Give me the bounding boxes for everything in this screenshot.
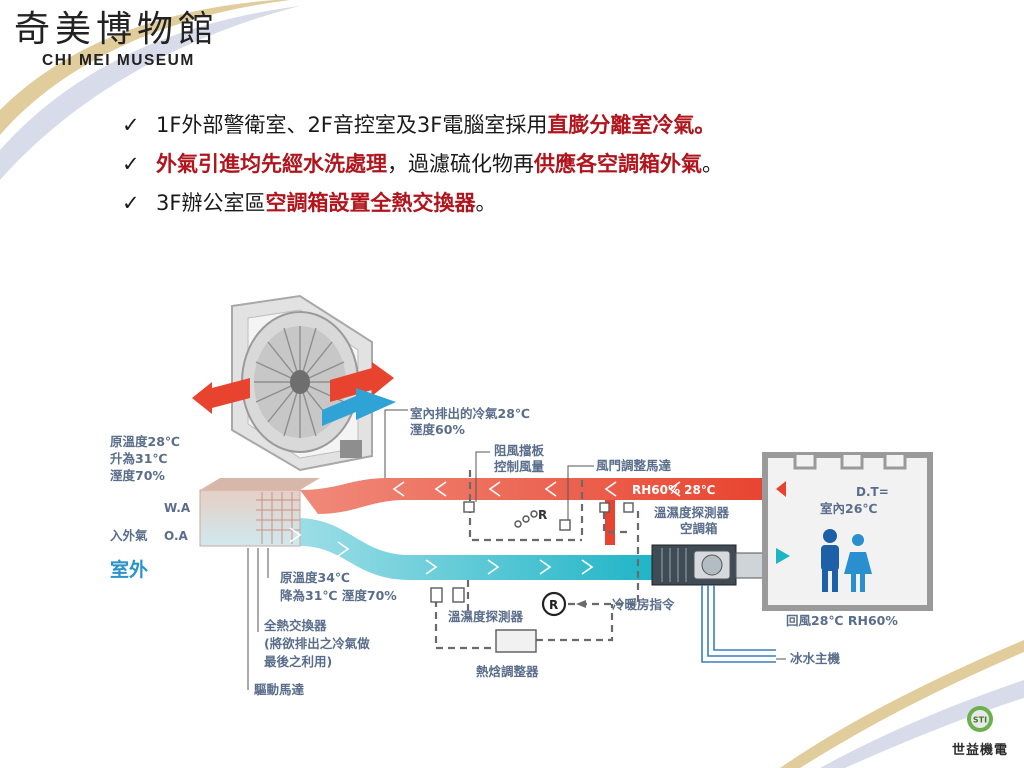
sensor-ahu-label-2: 空調箱 xyxy=(680,521,718,536)
chiller-label: 冰水主機 xyxy=(790,651,841,666)
air-handling-unit xyxy=(651,544,771,586)
rh-temp-label: RH60% 28℃ xyxy=(632,483,715,497)
supply-air-duct xyxy=(200,518,660,580)
sti-logo-icon: STI xyxy=(967,706,993,732)
oa-label: O.A xyxy=(164,529,188,543)
sensor-bottom-label: 溫濕度探測器 xyxy=(448,609,524,624)
bullet-item-3: ✓ 3F辦公室區空調箱設置全熱交換器。 xyxy=(122,184,1002,223)
oa-cn-label: 入外氣 xyxy=(110,528,148,543)
wa-label: W.A xyxy=(164,501,191,515)
heat-exchanger-label-2: (將欲排出之冷氣做 xyxy=(264,636,370,651)
orig-temp-label-3: 溼度70% xyxy=(110,468,165,483)
bullet-punct: 。 xyxy=(702,152,723,176)
bullet-punct: 。 xyxy=(694,113,716,137)
room xyxy=(762,452,933,611)
supply-flow-arrows xyxy=(289,527,594,575)
bullet-highlight: 供應各空調箱外氣 xyxy=(534,152,702,176)
damper-label-1: 阻風擋板 xyxy=(494,443,545,458)
exhaust-humidity-label: 溼度60% xyxy=(410,422,465,437)
r-small-label: R xyxy=(538,508,547,522)
damper-label-2: 控制風量 xyxy=(494,459,545,474)
r-controller-icon xyxy=(541,591,567,617)
control-wiring xyxy=(434,470,640,650)
logo-chinese-name: 奇美博物館 xyxy=(14,9,220,50)
chilled-water-lines xyxy=(701,585,776,663)
return-air-label: 回風28℃ RH60% xyxy=(786,613,898,628)
after-temp-label-1: 原溫度34℃ xyxy=(280,570,350,585)
check-icon: ✓ xyxy=(122,191,140,215)
company-brand: STI 世益機電 xyxy=(940,705,1020,758)
control-sensors xyxy=(430,501,634,653)
orig-temp-label-1: 原溫度28℃ xyxy=(110,434,180,449)
exhaust-flow-arrows xyxy=(392,481,681,497)
hvac-cmd-label: 冷暖房指令 xyxy=(612,597,675,612)
exhaust-air-duct xyxy=(300,478,775,514)
heat-exchanger-label-3: 最後之利用) xyxy=(264,654,332,669)
check-icon: ✓ xyxy=(122,113,140,137)
bullet-text: ，過濾硫化物再 xyxy=(387,152,534,176)
bullet-punct: 。 xyxy=(475,191,497,215)
heat-exchanger-wheel-unit xyxy=(192,294,396,472)
bullet-list: ✓1F外部警衛室、2F音控室及3F電腦室採用直膨分離室冷氣。 ✓外氣引進均先經水… xyxy=(122,106,1002,223)
hvac-heat-exchanger-diagram: 室內排出的冷氣28℃ 溼度60% 阻風擋板 控制風量 風門調整馬達 RH60% … xyxy=(110,294,933,697)
bullet-text: 1F外部警衛室、2F音控室及3F電腦室採用 xyxy=(156,113,548,137)
outdoor-label: 室外 xyxy=(110,558,148,581)
bullet-item-1: ✓ 1F外部警衛室、2F音控室及3F電腦室採用直膨分離室冷氣。 xyxy=(122,106,1002,145)
damper-motor-label: 風門調整馬達 xyxy=(596,458,672,473)
heat-exchanger-label-1: 全熱交換器 xyxy=(263,618,327,633)
sti-logo-text: STI xyxy=(973,716,987,725)
bullet-highlight: 空調箱設置全熱交換器 xyxy=(265,191,476,215)
motor-label: 驅動馬達 xyxy=(254,682,305,697)
after-temp-label-2: 降為31℃ 溼度70% xyxy=(280,588,397,603)
logo-english-name: CHI MEI MUSEUM xyxy=(42,52,195,69)
controller-label: 熱焓調整器 xyxy=(476,664,539,679)
room-temp-label: 室內26℃ xyxy=(820,501,878,516)
sensor-ahu-label-1: 溫濕度探測器 xyxy=(654,505,730,520)
r-circle-label: R xyxy=(549,598,558,612)
bullet-highlight: 外氣引進均先經水洗處理 xyxy=(156,152,387,176)
chi-mei-museum-logo: 奇美博物館 CHI MEI MUSEUM xyxy=(14,8,264,70)
company-name: 世益機電 xyxy=(951,743,1008,758)
bullet-item-2: ✓ 外氣引進均先經水洗處理，過濾硫化物再供應各空調箱外氣。 xyxy=(122,145,1002,184)
check-icon: ✓ xyxy=(122,152,140,176)
sensor-dots xyxy=(514,510,538,528)
dt-label: D.T= xyxy=(856,485,889,499)
orig-temp-label-2: 升為31℃ xyxy=(110,451,168,466)
bullet-text: 3F辦公室區 xyxy=(156,191,266,215)
exhaust-in-label: 室內排出的冷氣28℃ xyxy=(410,406,530,421)
bullet-highlight: 直膨分離室冷氣 xyxy=(547,113,695,137)
